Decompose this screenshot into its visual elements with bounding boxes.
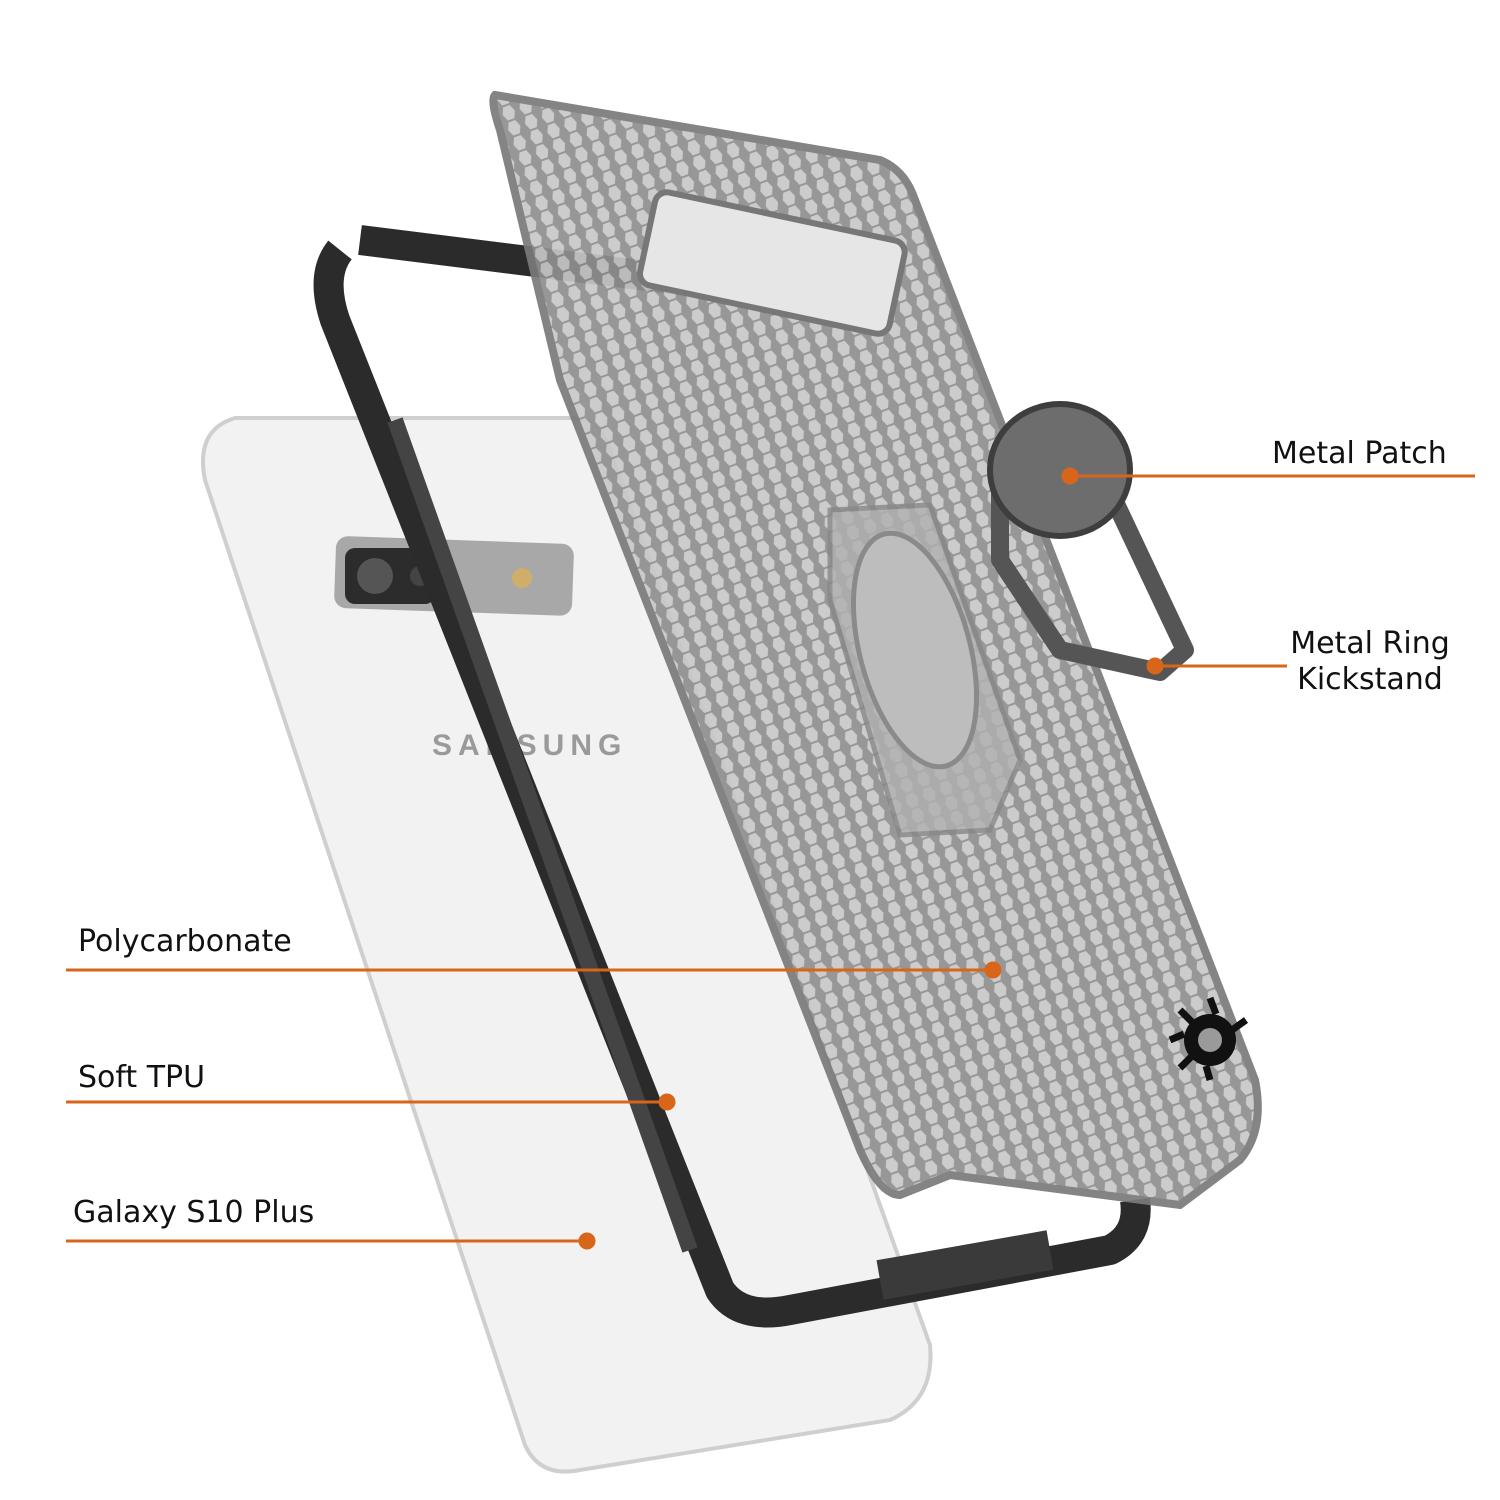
metal-patch (987, 401, 1133, 539)
brand-logo (1168, 996, 1249, 1081)
camera-cutout (636, 189, 908, 337)
callout-metal-ring-line2: Kickstand (1297, 662, 1443, 697)
callout-soft-tpu: Soft TPU (78, 1060, 206, 1095)
callout-galaxy: Galaxy S10 Plus (73, 1195, 315, 1230)
callout-polycarbonate: Polycarbonate (78, 924, 292, 959)
callout-metal-patch: Metal Patch (1272, 436, 1447, 471)
callout-metal-ring: Metal Ring Kickstand (1290, 626, 1450, 698)
phone-brand: SAMSUNG (432, 729, 627, 762)
polycarbonate-case (489, 90, 1262, 1210)
callout-lines (66, 467, 1475, 1250)
callout-metal-ring-line1: Metal Ring (1290, 626, 1450, 661)
